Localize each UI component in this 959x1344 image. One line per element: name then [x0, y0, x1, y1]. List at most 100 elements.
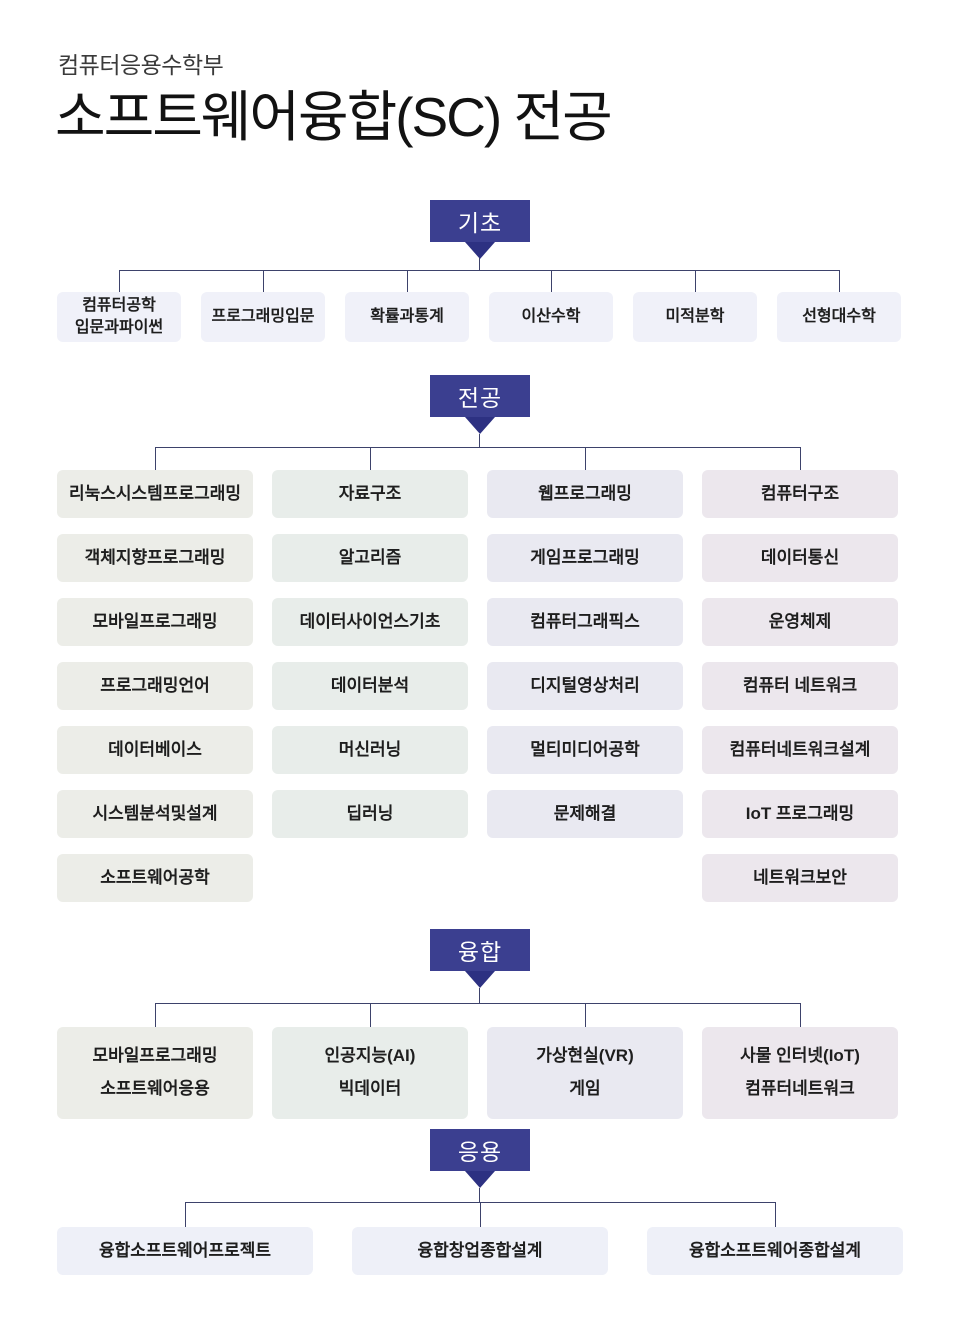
- section-header-convergence: 융합: [430, 929, 530, 988]
- section-header-basic: 기초: [430, 200, 530, 259]
- section-header-basic-label: 기초: [457, 210, 503, 236]
- connector-line: [800, 1003, 801, 1027]
- course-label: 소프트웨어응용: [100, 1079, 210, 1098]
- major-course-box: 모바일프로그래밍: [57, 598, 253, 646]
- connector-line: [585, 1003, 586, 1027]
- major-course-box: 게임프로그래밍: [487, 534, 683, 582]
- course-label: 융합창업종합설계: [417, 1240, 543, 1260]
- major-course-box: 데이터통신: [702, 534, 898, 582]
- connector-line: [479, 258, 480, 270]
- course-label: 컴퓨터공학: [82, 297, 156, 315]
- convergence-track-box: 사물 인터넷(IoT) 컴퓨터네트워크: [702, 1027, 898, 1119]
- major-course-box: 문제해결: [487, 790, 683, 838]
- application-course-box: 융합소프트웨어프로젝트: [57, 1227, 313, 1275]
- course-label: 확률과통계: [370, 308, 444, 326]
- course-label: 사물 인터넷(IoT): [740, 1046, 860, 1066]
- course-label: 컴퓨터네트워크: [745, 1079, 855, 1098]
- connector-line: [155, 447, 801, 448]
- course-label: 인공지능(AI): [324, 1046, 416, 1066]
- connector-line: [695, 270, 696, 292]
- course-label: 게임: [569, 1079, 601, 1098]
- connector-line: [185, 1202, 186, 1227]
- course-label: 빅데이터: [338, 1079, 402, 1098]
- connector-line: [263, 270, 264, 292]
- course-label: 컴퓨터네트워크설계: [729, 739, 871, 759]
- connector-line: [155, 1003, 801, 1004]
- course-label: 융합소프트웨어종합설계: [688, 1240, 862, 1260]
- section-header-application: 응용: [430, 1129, 530, 1188]
- course-label: 머신러닝: [338, 739, 402, 759]
- course-label: 데이터사이언스기초: [299, 611, 441, 631]
- course-label: 멀티미디어공학: [530, 739, 640, 759]
- basic-course-box: 미적분학: [633, 292, 757, 342]
- course-label: 딥러닝: [346, 803, 394, 823]
- major-course-box: 머신러닝: [272, 726, 468, 774]
- connector-line: [551, 270, 552, 292]
- basic-course-box: 선형대수학: [777, 292, 901, 342]
- connector-line: [155, 1003, 156, 1027]
- major-course-box: 알고리즘: [272, 534, 468, 582]
- course-label: 자료구조: [338, 483, 402, 503]
- connector-line: [119, 270, 840, 271]
- major-course-box: 웹프로그래밍: [487, 470, 683, 518]
- major-course-box: 소프트웨어공학: [57, 854, 253, 902]
- connector-line: [479, 434, 480, 447]
- course-label: 시스템분석및설계: [92, 803, 218, 823]
- course-label: 게임프로그래밍: [530, 547, 640, 567]
- major-course-box: 딥러닝: [272, 790, 468, 838]
- application-course-box: 융합창업종합설계: [352, 1227, 608, 1275]
- major-course-box: 자료구조: [272, 470, 468, 518]
- course-label: 선형대수학: [802, 308, 876, 326]
- page-title: 소프트웨어융합(SC) 전공: [55, 86, 613, 148]
- course-label: 운영체제: [768, 611, 832, 631]
- basic-course-box: 이산수학: [489, 292, 613, 342]
- course-label: 미적분학: [665, 308, 725, 326]
- course-label: 디지털영상처리: [530, 675, 640, 695]
- major-course-box: 멀티미디어공학: [487, 726, 683, 774]
- course-label: 알고리즘: [338, 547, 402, 567]
- course-label: 네트워크보안: [753, 867, 847, 887]
- section-header-major-label: 전공: [457, 385, 503, 411]
- convergence-track-box: 모바일프로그래밍 소프트웨어응용: [57, 1027, 253, 1119]
- major-course-box: IoT 프로그래밍: [702, 790, 898, 838]
- course-label: 모바일프로그래밍: [92, 611, 218, 631]
- basic-course-box: 확률과통계: [345, 292, 469, 342]
- course-label: 모바일프로그래밍: [92, 1046, 218, 1066]
- connector-line: [370, 1003, 371, 1027]
- course-label: 웹프로그래밍: [538, 483, 632, 503]
- connector-line: [479, 1188, 480, 1202]
- major-course-box: 데이터분석: [272, 662, 468, 710]
- section-header-convergence-label: 융합: [457, 939, 503, 965]
- major-course-box: 시스템분석및설계: [57, 790, 253, 838]
- major-course-box: 컴퓨터구조: [702, 470, 898, 518]
- major-course-box: 컴퓨터 네트워크: [702, 662, 898, 710]
- course-label: 이산수학: [521, 308, 581, 326]
- convergence-track-box: 가상현실(VR) 게임: [487, 1027, 683, 1119]
- connector-line: [480, 1202, 481, 1227]
- connector-line: [155, 447, 156, 470]
- course-label: 프로그래밍입문: [211, 308, 315, 326]
- major-course-box: 데이터베이스: [57, 726, 253, 774]
- course-label: 입문과파이썬: [74, 319, 164, 336]
- connector-line: [800, 447, 801, 470]
- section-header-major: 전공: [430, 375, 530, 434]
- course-label: 객체지향프로그래밍: [84, 547, 226, 567]
- department-name: 컴퓨터응용수학부: [58, 52, 224, 78]
- course-label: 리눅스시스템프로그래밍: [68, 483, 242, 503]
- course-label: 문제해결: [553, 803, 617, 823]
- course-label: 데이터베이스: [108, 739, 202, 759]
- section-header-application-label: 응용: [457, 1139, 503, 1165]
- course-label: 컴퓨터구조: [760, 483, 840, 503]
- major-course-box: 데이터사이언스기초: [272, 598, 468, 646]
- course-label: IoT 프로그래밍: [745, 803, 855, 823]
- course-label: 데이터분석: [330, 675, 410, 695]
- connector-line: [585, 447, 586, 470]
- connector-line: [479, 988, 480, 1003]
- major-course-box: 디지털영상처리: [487, 662, 683, 710]
- major-course-box: 컴퓨터그래픽스: [487, 598, 683, 646]
- basic-course-box: 컴퓨터공학 입문과파이썬: [57, 292, 181, 342]
- major-course-box: 프로그래밍언어: [57, 662, 253, 710]
- convergence-track-box: 인공지능(AI) 빅데이터: [272, 1027, 468, 1119]
- course-label: 프로그래밍언어: [100, 675, 210, 695]
- major-course-box: 컴퓨터네트워크설계: [702, 726, 898, 774]
